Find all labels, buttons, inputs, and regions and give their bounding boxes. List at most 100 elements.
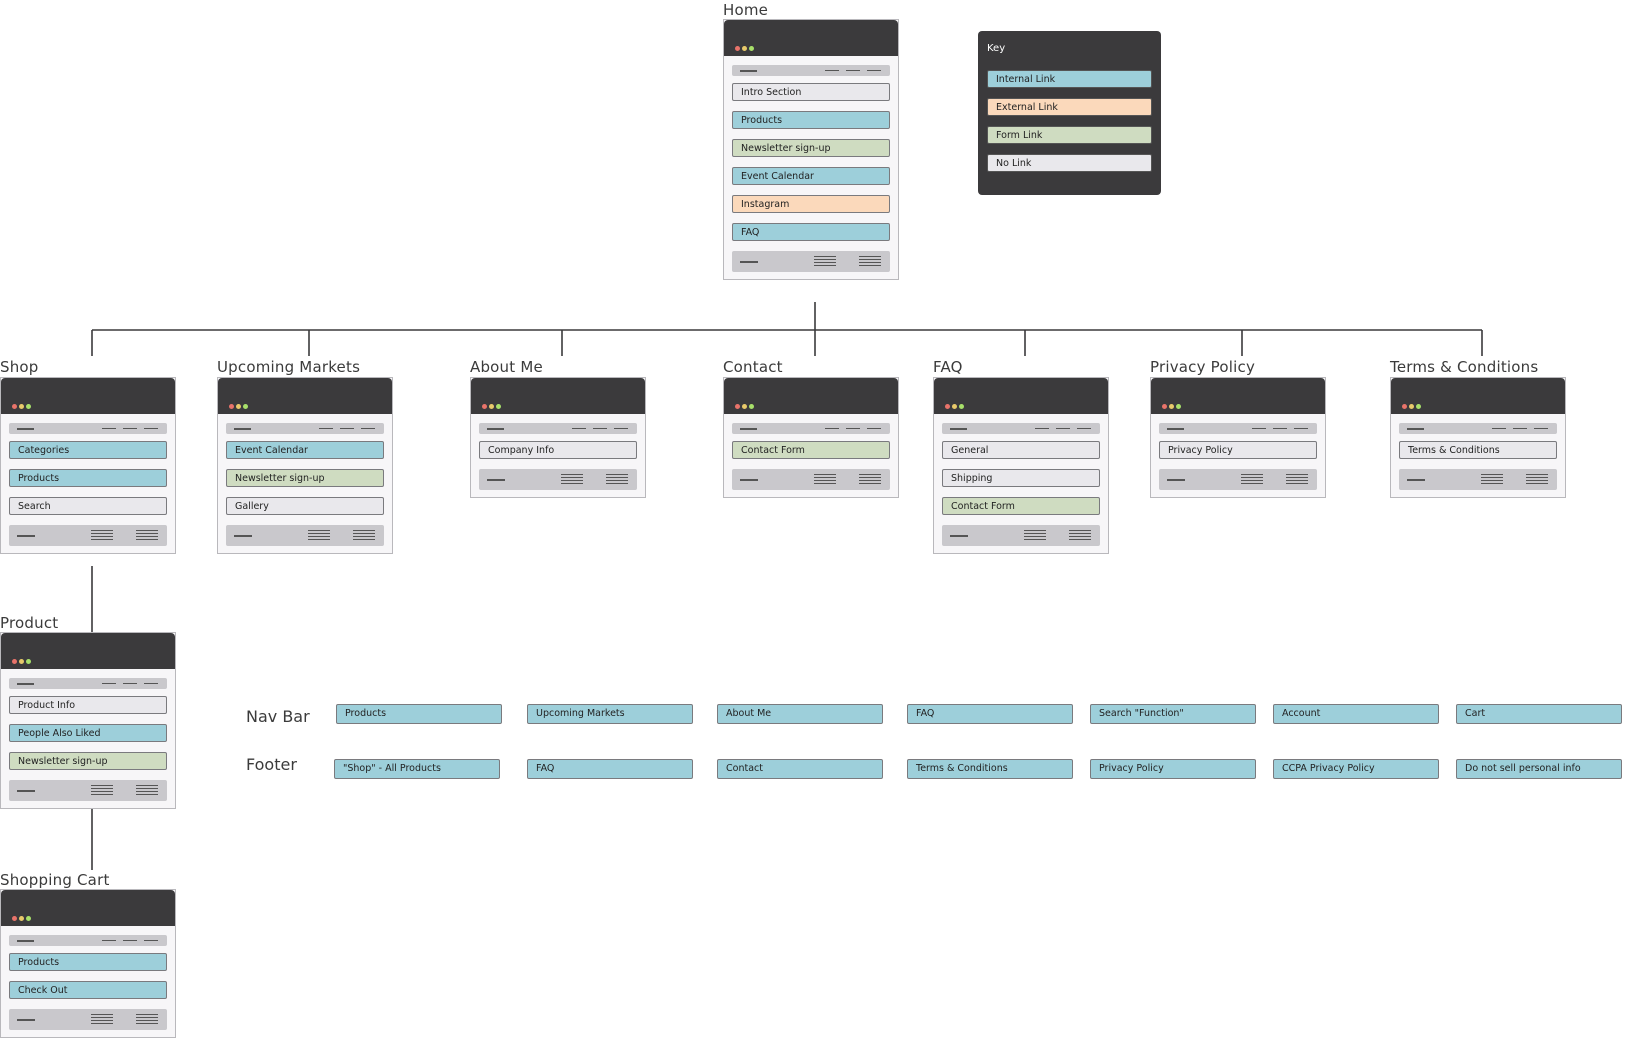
window-controls-icon [482, 394, 503, 409]
section-nolink: Search [9, 497, 167, 515]
wireframe-nav-placeholder [479, 423, 637, 434]
window-controls-icon [229, 394, 250, 409]
maximize-dot-icon [749, 46, 754, 51]
legend-item-internal: Internal Link [987, 70, 1152, 88]
page-title-privacy-policy: Privacy Policy [1150, 358, 1256, 376]
minimize-dot-icon [952, 404, 957, 409]
close-dot-icon [12, 916, 17, 921]
window-titlebar [1391, 378, 1565, 414]
wireframe-footer-placeholder [9, 525, 167, 546]
page-title-faq: FAQ [933, 358, 963, 376]
window-titlebar [1, 890, 175, 926]
minimize-dot-icon [742, 46, 747, 51]
window-titlebar [1, 378, 175, 414]
page-title-home: Home [723, 1, 769, 19]
wireframe-footer-placeholder [9, 1009, 167, 1030]
section-nolink: Privacy Policy [1159, 441, 1317, 459]
maximize-dot-icon [1176, 404, 1181, 409]
wireframe-nav-placeholder [226, 423, 384, 434]
nav-bar-item: Products [336, 704, 502, 724]
page-title-terms-conditions: Terms & Conditions [1390, 358, 1539, 376]
window-controls-icon [1162, 394, 1183, 409]
window-titlebar [1, 633, 175, 669]
window-controls-icon [735, 394, 756, 409]
window-titlebar [471, 378, 645, 414]
nav-bar-item: About Me [717, 704, 883, 724]
close-dot-icon [945, 404, 950, 409]
maximize-dot-icon [243, 404, 248, 409]
section-nolink: Terms & Conditions [1399, 441, 1557, 459]
minimize-dot-icon [1169, 404, 1174, 409]
wireframe-nav-placeholder [732, 65, 890, 76]
footer-item: Terms & Conditions [907, 759, 1073, 779]
section-external: Instagram [732, 195, 890, 213]
close-dot-icon [12, 659, 17, 664]
minimize-dot-icon [19, 404, 24, 409]
nav-bar-item: Cart [1456, 704, 1622, 724]
section-internal: Products [9, 953, 167, 971]
window-privacy-policy: Privacy Policy [1150, 377, 1326, 498]
window-controls-icon [945, 394, 966, 409]
close-dot-icon [1402, 404, 1407, 409]
legend-item-external: External Link [987, 98, 1152, 116]
nav-bar-item: Account [1273, 704, 1439, 724]
window-titlebar [1151, 378, 1325, 414]
wireframe-footer-placeholder [942, 525, 1100, 546]
maximize-dot-icon [26, 916, 31, 921]
wireframe-footer-placeholder [9, 780, 167, 801]
section-form: Contact Form [942, 497, 1100, 515]
wireframe-nav-placeholder [732, 423, 890, 434]
nav-bar-label: Nav Bar [246, 707, 310, 726]
page-title-shop: Shop [0, 358, 39, 376]
section-nolink: Shipping [942, 469, 1100, 487]
wireframe-nav-placeholder [9, 423, 167, 434]
wireframe-nav-placeholder [9, 935, 167, 946]
minimize-dot-icon [19, 916, 24, 921]
section-nolink: Gallery [226, 497, 384, 515]
section-form: Newsletter sign-up [226, 469, 384, 487]
section-internal: Products [732, 111, 890, 129]
wireframe-nav-placeholder [1159, 423, 1317, 434]
minimize-dot-icon [19, 659, 24, 664]
window-body: Company Info [471, 414, 645, 497]
legend-title: Key [987, 43, 1006, 54]
wireframe-footer-placeholder [1399, 469, 1557, 490]
close-dot-icon [229, 404, 234, 409]
close-dot-icon [735, 46, 740, 51]
minimize-dot-icon [236, 404, 241, 409]
footer-item: CCPA Privacy Policy [1273, 759, 1439, 779]
wireframe-nav-placeholder [942, 423, 1100, 434]
maximize-dot-icon [1416, 404, 1421, 409]
wireframe-footer-placeholder [732, 251, 890, 272]
footer-item: Privacy Policy [1090, 759, 1256, 779]
footer-item: "Shop" - All Products [334, 759, 500, 779]
section-internal: Check Out [9, 981, 167, 999]
page-title-product: Product [0, 614, 59, 632]
window-controls-icon [12, 649, 33, 664]
window-body: Privacy Policy [1151, 414, 1325, 497]
wireframe-footer-placeholder [1159, 469, 1317, 490]
section-form: Newsletter sign-up [732, 139, 890, 157]
nav-bar-item: Search "Function" [1090, 704, 1256, 724]
section-internal: Event Calendar [226, 441, 384, 459]
page-title-about-me: About Me [470, 358, 543, 376]
section-internal: FAQ [732, 223, 890, 241]
window-contact: Contact Form [723, 377, 899, 498]
wireframe-nav-placeholder [1399, 423, 1557, 434]
legend-item-nolink: No Link [987, 154, 1152, 172]
window-terms-conditions: Terms & Conditions [1390, 377, 1566, 498]
section-nolink: Intro Section [732, 83, 890, 101]
section-internal: Products [9, 469, 167, 487]
window-titlebar [934, 378, 1108, 414]
wireframe-footer-placeholder [479, 469, 637, 490]
maximize-dot-icon [26, 659, 31, 664]
